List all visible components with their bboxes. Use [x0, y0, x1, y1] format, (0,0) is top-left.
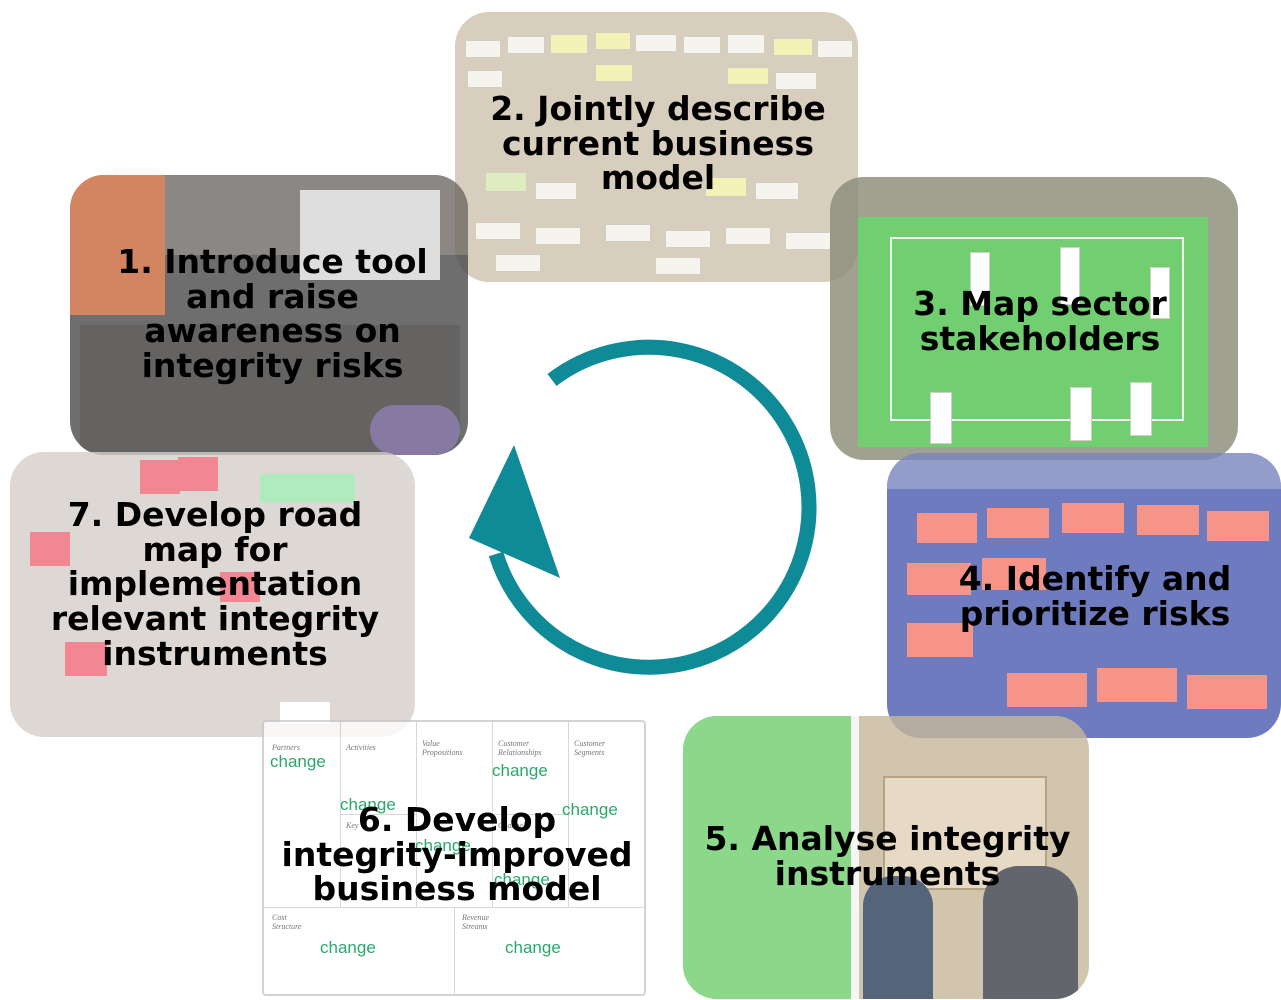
risk-card: [907, 623, 973, 657]
stakeholder-card: [1060, 247, 1080, 305]
change-note: change: [415, 836, 471, 855]
field-lines: [890, 237, 1184, 421]
sticky-note: [595, 64, 633, 82]
step-5-photo: [683, 716, 1089, 999]
step-1-photo: [70, 175, 468, 455]
sticky-note: [220, 572, 260, 602]
step-2-photo: [455, 12, 858, 282]
sticky-note: [475, 222, 521, 240]
change-note: change: [562, 800, 618, 819]
risk-card: [982, 558, 1046, 590]
canvas-header-activities: Activities: [346, 743, 376, 752]
cycle-arrow-arc: [488, 339, 817, 675]
canvas-header-cost: Cost Structure: [272, 913, 302, 931]
step-6-canvas: Partners Activities Value Propositions C…: [262, 720, 646, 996]
green-wall: [683, 716, 851, 999]
step-7-label: 7. Develop road map for implementation r…: [50, 495, 380, 673]
canvas-header-channels: Channels: [498, 821, 529, 830]
cycle-arrow-head: [469, 445, 560, 578]
divider: [851, 716, 859, 999]
step-3-photo: [830, 177, 1238, 460]
sticky-note: [535, 182, 577, 200]
sticky-note: [280, 702, 330, 724]
sticky-note: [683, 36, 721, 54]
change-note: change: [492, 761, 548, 780]
sticky-note: [30, 532, 70, 566]
change-note: change: [505, 938, 561, 957]
sticky-note: [65, 642, 107, 676]
sticky-note: [773, 38, 813, 56]
sticky-note: [178, 457, 218, 491]
canvas-header-value: Value Propositions: [422, 739, 463, 757]
sticky-note: [550, 34, 588, 54]
stakeholder-card: [1150, 267, 1170, 319]
sticky-note: [465, 40, 501, 58]
step-6-label: 6. Develop integrity-improved business m…: [281, 800, 633, 909]
wall: [70, 175, 165, 315]
step-1-label: 1. Introduce tool and raise awareness on…: [117, 242, 428, 385]
sticky-note: [467, 70, 503, 88]
sticky-note: [605, 224, 651, 242]
sticky-note: [665, 230, 711, 248]
table-top: [887, 453, 1281, 489]
canvas-header-relationships: Customer Relationships: [498, 739, 542, 757]
step-2-label: 2. Jointly describe current business mod…: [490, 89, 826, 198]
change-note: change: [494, 870, 550, 889]
sticky-note: [725, 227, 771, 245]
sticky-note: [140, 460, 180, 494]
risk-card: [1007, 673, 1087, 707]
risk-card: [907, 563, 971, 595]
change-note: change: [320, 938, 376, 957]
sticky-note: [260, 474, 355, 502]
stakeholder-card: [1130, 382, 1152, 436]
sticky-note: [485, 172, 527, 192]
sticky-note: [595, 32, 631, 50]
risk-card: [1187, 675, 1267, 709]
stakeholder-card: [970, 252, 990, 306]
risk-card: [1097, 668, 1177, 702]
sticky-note: [705, 177, 747, 197]
sticky-note: [535, 227, 581, 245]
person: [863, 876, 933, 999]
risk-card: [1207, 511, 1269, 541]
change-note: change: [340, 795, 396, 814]
sticky-note: [785, 232, 831, 250]
risk-card: [1062, 503, 1124, 533]
canvas-header-key: Key: [346, 821, 359, 830]
sticky-note: [495, 254, 541, 272]
projection-screen: [300, 190, 440, 280]
sticky-note: [635, 34, 677, 52]
stakeholder-card: [930, 392, 952, 444]
risk-card: [1137, 505, 1199, 535]
risk-card: [987, 508, 1049, 538]
step-5-label: 5. Analyse integrity instruments: [704, 819, 1071, 893]
sticky-note: [775, 72, 817, 90]
canvas-header-partners: Partners: [272, 743, 300, 752]
sticky-note: [727, 34, 765, 54]
sticky-note: [727, 67, 769, 85]
person: [983, 866, 1078, 999]
stakeholder-card: [1070, 387, 1092, 441]
sticky-note: [655, 257, 701, 275]
change-note: change: [270, 752, 326, 771]
canvas-header-revenue: Revenue Streams: [462, 913, 490, 931]
step-4-label: 4. Identify and prioritize risks: [958, 559, 1232, 633]
sticky-note: [817, 40, 853, 58]
step-7-photo: [10, 452, 415, 737]
step-3-label: 3. Map sector stakeholders: [913, 284, 1167, 358]
step-4-photo: [887, 453, 1281, 738]
sticky-note: [507, 36, 545, 54]
risk-card: [917, 513, 977, 543]
audience: [370, 405, 460, 455]
canvas-header-segments: Customer Segments: [574, 739, 606, 757]
sticky-note: [755, 182, 799, 200]
